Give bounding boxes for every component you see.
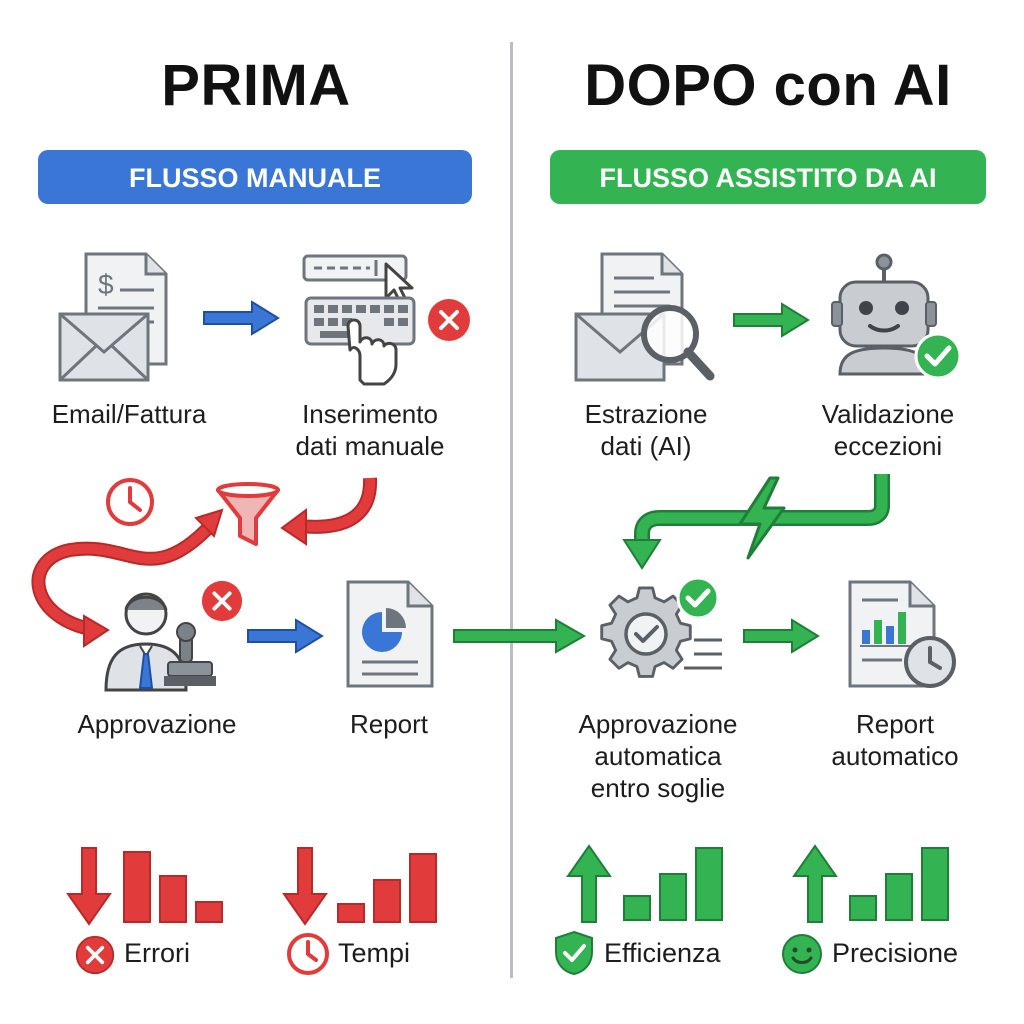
dollar-sign: $ [98, 269, 114, 300]
smiley-icon [782, 934, 822, 974]
step-auto-approval-label-1: Approvazione [578, 709, 738, 739]
times-down-chart-icon [282, 847, 437, 926]
step-validate-label-1: Validazione [821, 399, 955, 429]
step-email-label: Email/Fattura [51, 399, 207, 429]
transition-arrow-icon [453, 618, 587, 654]
step-auto-report-label-2: automatico [831, 741, 959, 771]
clock-icon [287, 933, 329, 975]
keyboard-typing-icon [302, 254, 416, 386]
robot-icon [831, 253, 962, 380]
before-banner: FLUSSO MANUALE [38, 150, 472, 204]
precision-up-chart-icon [792, 844, 949, 923]
metric-times-label: Tempi [338, 938, 411, 968]
shield-check-icon [555, 930, 593, 976]
funnel-icon [216, 482, 280, 546]
step-auto-approval-label-2: automatica [594, 741, 722, 771]
arrow-right-icon [733, 302, 810, 338]
approver-person-icon [104, 592, 216, 692]
gear-check-icon [600, 576, 722, 678]
manual-bottleneck-flow [31, 477, 378, 648]
after-title: DOPO con AI [584, 53, 952, 118]
before-title: PRIMA [161, 53, 351, 118]
step-validate-label-2: eccezioni [833, 431, 943, 461]
step-auto-report-label-1: Report [855, 709, 935, 739]
step-auto-approval-label-3: entro soglie [590, 773, 726, 803]
step-entry-label-1: Inserimento [302, 399, 438, 429]
step-extract-label-1: Estrazione [584, 399, 708, 429]
arrow-right-icon [203, 300, 280, 336]
document-scan-icon [574, 252, 715, 382]
lightning-icon [738, 476, 786, 560]
step-report-label: Report [349, 709, 429, 739]
after-banner: FLUSSO ASSISTITO DA AI [550, 150, 986, 204]
email-invoice-icon: $ [58, 252, 168, 382]
clock-icon [106, 478, 154, 526]
efficiency-up-chart-icon [566, 844, 723, 923]
error-x-icon [428, 299, 470, 341]
error-x-icon [201, 580, 243, 622]
step-extract-label-2: dati (AI) [600, 431, 692, 461]
center-divider [510, 42, 513, 978]
report-pie-icon [346, 580, 434, 688]
error-x-icon [75, 935, 115, 975]
arrow-right-icon [247, 618, 324, 654]
step-approval-label: Approvazione [77, 709, 237, 739]
report-bars-clock-icon [848, 580, 956, 688]
errors-down-chart-icon [66, 847, 223, 926]
metric-precision-label: Precisione [832, 938, 959, 968]
metric-efficiency-label: Efficienza [604, 938, 721, 968]
metric-errors-label: Errori [124, 938, 190, 968]
ai-return-flow [622, 474, 890, 570]
arrow-right-icon [743, 618, 820, 654]
step-entry-label-2: dati manuale [295, 431, 445, 461]
